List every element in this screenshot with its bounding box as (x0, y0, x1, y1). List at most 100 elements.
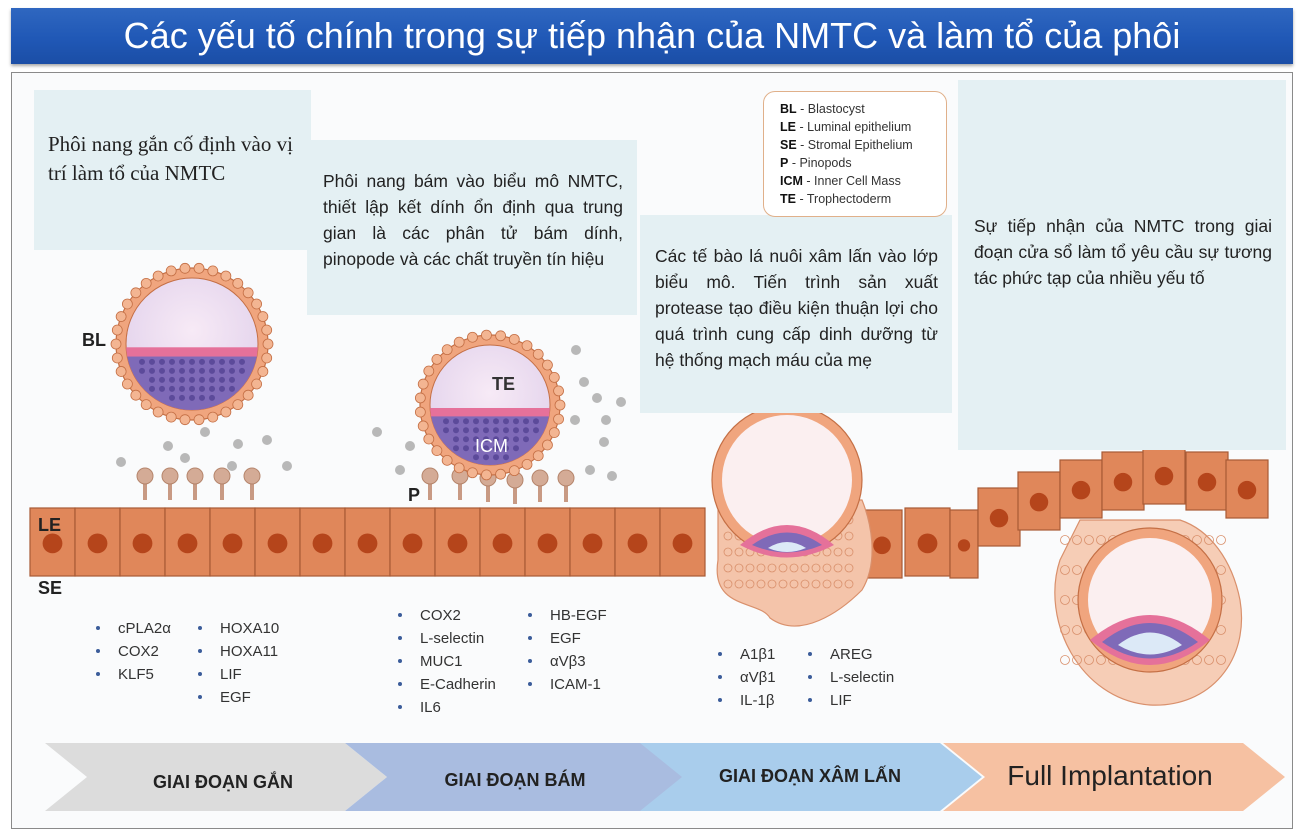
signal-dot (180, 453, 190, 463)
trophoblast-cell (822, 579, 832, 589)
icm-cell (199, 385, 205, 392)
pinopod-head (557, 469, 575, 487)
stage1-text: Phôi nang gắn cố định vào vị trí làm tổ … (48, 132, 293, 185)
marker-item: COX2 (96, 640, 171, 663)
icm-cell (473, 427, 479, 434)
icm-cell (179, 385, 185, 392)
icm-cell (503, 427, 509, 434)
cell-nucleus (1029, 492, 1049, 512)
signal-dot (262, 435, 272, 445)
marker-item: E-Cadherin (398, 673, 496, 696)
trophoblast-cell (261, 324, 273, 336)
legend-row: BL - Blastocyst (780, 102, 865, 116)
stromal-cell (1096, 535, 1106, 545)
trophoblast-cell (844, 563, 854, 573)
marker-item: L-selectin (398, 627, 496, 650)
icm-cell (473, 454, 479, 461)
trophoblast-cell (778, 579, 788, 589)
trophoblast-cell (130, 287, 142, 299)
pinopod-head (136, 467, 154, 485)
stage3-description: Các tế bào lá nuôi xâm lấn vào lớp biểu … (640, 215, 952, 413)
icm-cell (453, 436, 459, 443)
icm-cell (493, 418, 499, 425)
trophoblast-cell (414, 392, 426, 404)
icm-cell (503, 418, 509, 425)
icm-cell (189, 358, 195, 365)
markers-stage2-left: COX2 L-selectin MUC1 E-Cadherin IL6 (398, 604, 496, 719)
marker-item: LIF (198, 663, 279, 686)
trophoblast-cell (193, 262, 205, 274)
marker-item: L-selectin (808, 666, 894, 689)
marker-item: COX2 (398, 604, 496, 627)
signal-dot (395, 465, 405, 475)
marker-item: IL6 (398, 696, 496, 719)
signal-dot (592, 393, 602, 403)
amniotic-cavity (768, 542, 806, 552)
trophoblast-cell (111, 352, 123, 364)
icm-cell (209, 367, 215, 374)
icm-cell (189, 385, 195, 392)
pinopod-stalk (193, 480, 197, 500)
trophoblast-cell (453, 462, 465, 474)
icm-cell (483, 427, 489, 434)
signal-dot (372, 427, 382, 437)
marker-item: cPLA2α (96, 617, 171, 640)
marker-item: αVβ3 (528, 650, 607, 673)
icm-cell (159, 367, 165, 374)
cell-nucleus (1154, 466, 1174, 486)
signal-dot (599, 437, 609, 447)
trophoblast-cell (165, 411, 177, 423)
marker-item: HOXA11 (198, 640, 279, 663)
icm-cell (473, 436, 479, 443)
marker-item: IL-1β (718, 689, 776, 712)
icm-cell (493, 445, 499, 452)
signal-molecules (116, 345, 626, 481)
stromal-cell (1216, 655, 1226, 665)
trophoblast-cell (441, 344, 453, 356)
cell-nucleus (177, 533, 198, 554)
stromal-cell (1204, 655, 1214, 665)
stromal-cell (1072, 655, 1082, 665)
blastocoel (722, 415, 852, 545)
marker-item: HOXA10 (198, 617, 279, 640)
cell-nucleus (492, 533, 513, 554)
trophoblast-cell (553, 385, 564, 397)
trophoblast-cell (431, 354, 443, 365)
icm-cell (503, 436, 509, 443)
icm-cell (239, 367, 245, 374)
icm-cell (483, 418, 489, 425)
trophoblast-cell (542, 439, 553, 451)
luminal-epithelium (29, 445, 1269, 579)
trophoblast-cell (734, 563, 744, 573)
icm-cell (503, 454, 509, 461)
pinopod-stalk (428, 480, 432, 500)
markers-stage3-right: AREG L-selectin LIF (808, 643, 894, 712)
trophoblast-cell (467, 467, 478, 479)
cell-nucleus (582, 533, 603, 554)
marker-item: KLF5 (96, 663, 171, 686)
trophoblast-cell (532, 450, 544, 462)
blastocyst-attachment (110, 262, 274, 426)
stage1-description: Phôi nang gắn cố định vào vị trí làm tổ … (34, 90, 311, 250)
icm-cell (149, 367, 155, 374)
stromal-cell (1216, 625, 1226, 635)
pinopod-stalk (220, 480, 224, 500)
trophoblast-cell (723, 579, 733, 589)
trophoblast-cell (811, 579, 821, 589)
abbreviation-legend: BL - Blastocyst LE - Luminal epithelium … (763, 91, 947, 217)
trophoblast-cell (789, 579, 799, 589)
stromal-cell (1072, 625, 1082, 635)
marker-item: EGF (198, 686, 279, 709)
stage-attachment-label: GIAI ĐOẠN GẮN (152, 772, 293, 792)
markers-stage3-left: A1β1 αVβ1 IL-1β (718, 643, 776, 712)
marker-item: A1β1 (718, 643, 776, 666)
markers-stage1-left: cPLA2α COX2 KLF5 (96, 617, 171, 686)
icm-cell (209, 376, 215, 383)
icm-cell (229, 385, 235, 392)
cell-nucleus (873, 536, 891, 555)
icm-cell (483, 445, 489, 452)
stromal-cell (1192, 535, 1202, 545)
stromal-cell (1060, 655, 1070, 665)
signal-dot (116, 457, 126, 467)
trophoblast-cell (521, 459, 533, 470)
